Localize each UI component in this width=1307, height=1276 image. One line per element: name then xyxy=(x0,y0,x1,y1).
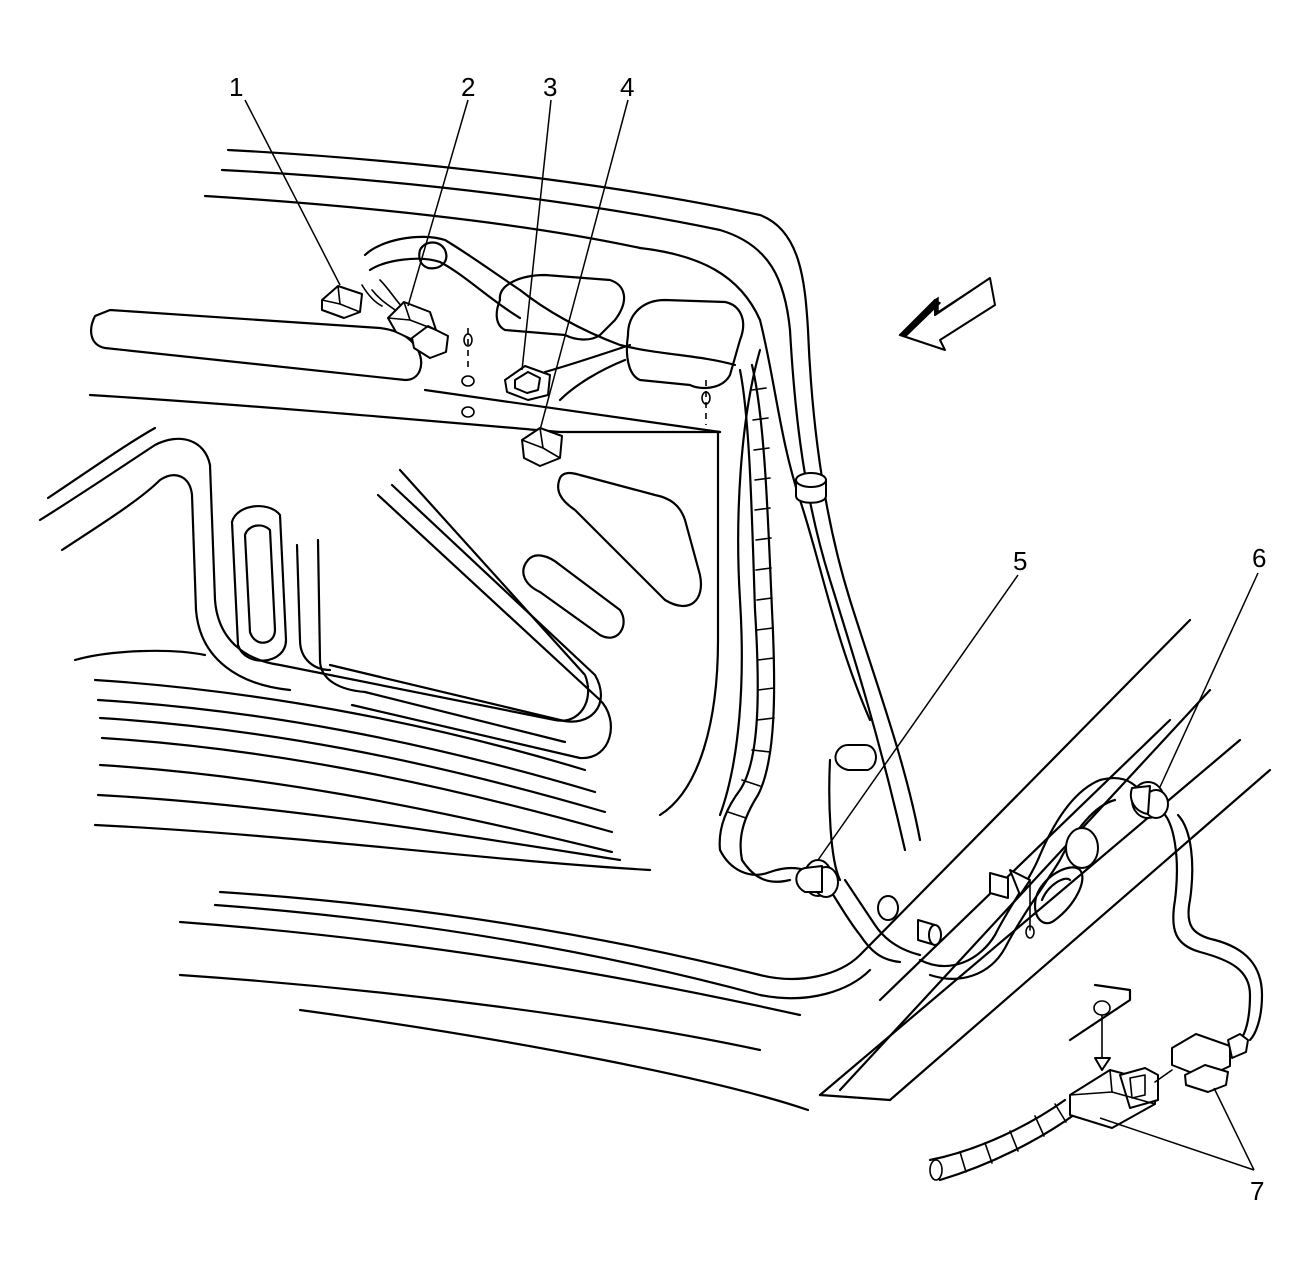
grommet-5 xyxy=(795,859,839,898)
callout-1: 1 xyxy=(229,72,243,102)
mounting-holes xyxy=(461,328,1111,1071)
panel-openings xyxy=(418,241,745,390)
fasteners xyxy=(795,472,1099,946)
callout-labels: 1 2 3 4 5 6 7 xyxy=(229,72,1266,1206)
wiring-harness xyxy=(361,235,1264,1182)
body-panel-outline xyxy=(38,148,1272,1112)
connector-1 xyxy=(321,285,363,319)
callout-7: 7 xyxy=(1250,1176,1264,1206)
callout-3: 3 xyxy=(543,72,557,102)
callout-5: 5 xyxy=(1013,546,1027,576)
callout-2: 2 xyxy=(461,72,475,102)
callout-6: 6 xyxy=(1252,543,1266,573)
connector-7 xyxy=(1069,1033,1249,1129)
view-direction-arrow xyxy=(898,277,996,351)
connector-3 xyxy=(504,365,551,401)
connector-4 xyxy=(521,427,563,467)
leader-lines xyxy=(244,99,1259,1171)
grommet-6 xyxy=(1129,781,1169,819)
callout-4: 4 xyxy=(620,72,634,102)
connector-2 xyxy=(387,301,449,359)
